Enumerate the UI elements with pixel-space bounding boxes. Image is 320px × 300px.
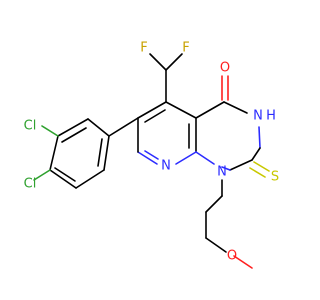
bond-cl-upper [41,125,59,137]
nh-label: H [266,109,276,124]
bond-chain-3 [205,237,227,253]
ether-o-label: O [227,249,237,264]
bond-thione-b [249,167,266,178]
bond-f-left-c [149,53,167,71]
pyrimidine-ring [195,101,261,171]
carbonyl-o-label: O [220,61,230,76]
molecule-structure: Cl Cl N N H N [24,41,279,269]
f-left-label: F [140,41,147,56]
bond-aryl-link [108,117,139,137]
bond-f-right-c [165,53,183,71]
molecule-canvas: Cl Cl N N H N [23,40,280,269]
cl-lower-label: Cl [24,177,37,192]
bond-chain-1 [205,195,223,213]
cl-upper-label: Cl [24,119,37,134]
n-pyridine-label: N [161,159,171,174]
n-ring-label: N [217,165,227,180]
bond-cl-lower [33,169,51,181]
f-right-label: F [182,41,189,56]
bond-c2 [251,147,261,161]
bond-thione-a [253,161,270,172]
sulfur-label: S [271,170,279,185]
dichlorophenyl-ring [49,118,110,189]
bond-ether-methyl [233,255,253,269]
pyridine-ring [137,101,197,165]
n-amide-label: N [253,109,263,124]
